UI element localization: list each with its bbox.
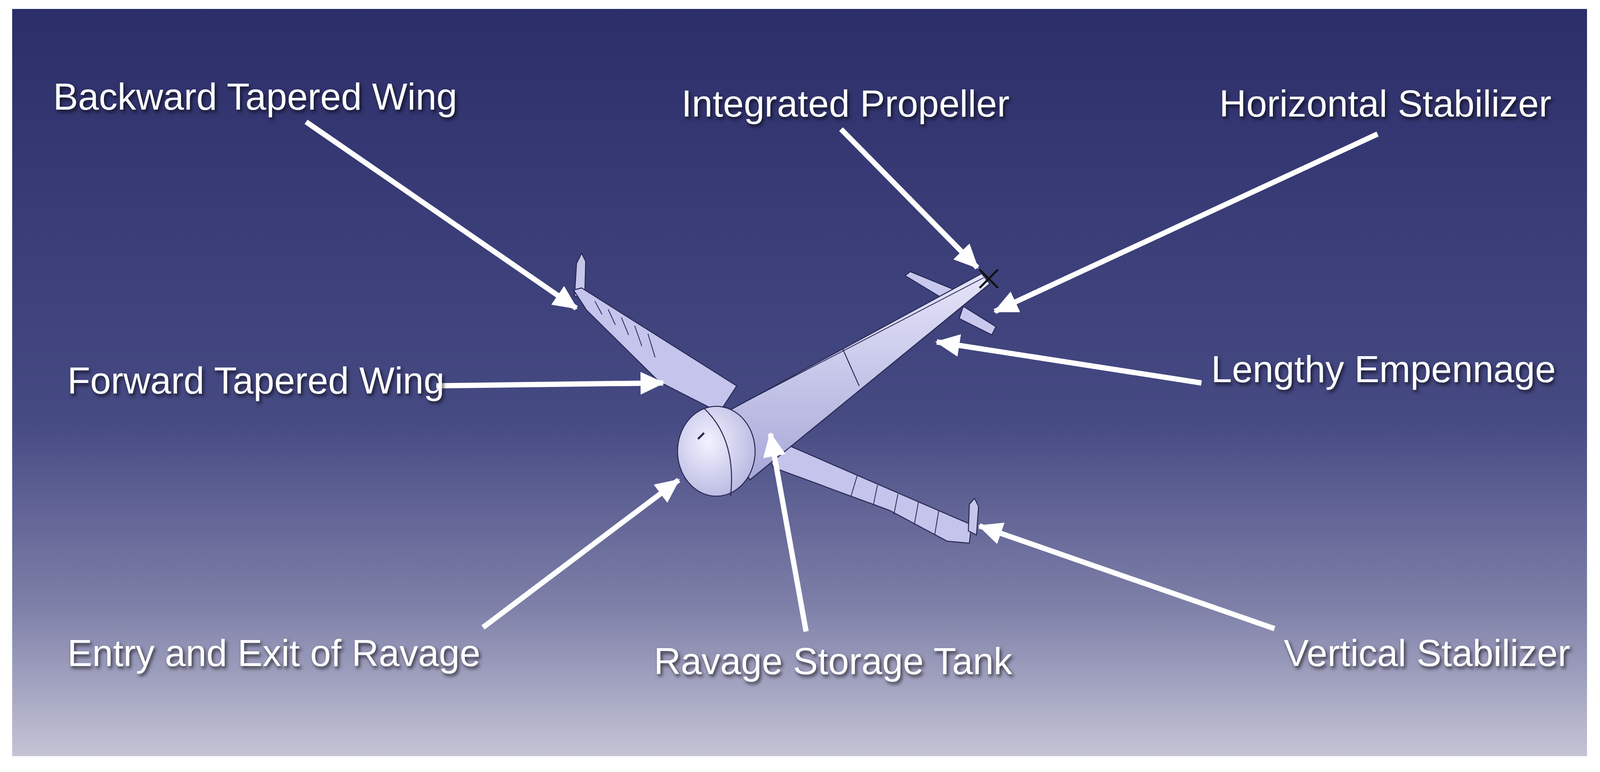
leader-arrow	[936, 341, 1202, 383]
part-label: Forward Tapered Wing	[67, 359, 445, 403]
leader-arrow	[436, 382, 664, 386]
leader-arrow	[840, 129, 978, 268]
part-label: Entry and Exit of Ravage	[67, 631, 481, 675]
leader-arrow	[770, 433, 807, 632]
leader-arrow	[979, 525, 1275, 629]
part-label: Backward Tapered Wing	[53, 75, 458, 119]
part-label: Lengthy Empennage	[1211, 347, 1556, 391]
leader-arrow	[306, 121, 577, 309]
aircraft	[573, 252, 999, 543]
leader-arrow	[994, 133, 1378, 312]
background-panel	[12, 8, 1588, 756]
part-label: Integrated Propeller	[681, 82, 1010, 126]
part-label: Ravage Storage Tank	[653, 639, 1013, 683]
part-label: Vertical Stabilizer	[1283, 631, 1571, 675]
part-label: Horizontal Stabilizer	[1219, 82, 1552, 126]
leader-arrow	[483, 479, 679, 628]
